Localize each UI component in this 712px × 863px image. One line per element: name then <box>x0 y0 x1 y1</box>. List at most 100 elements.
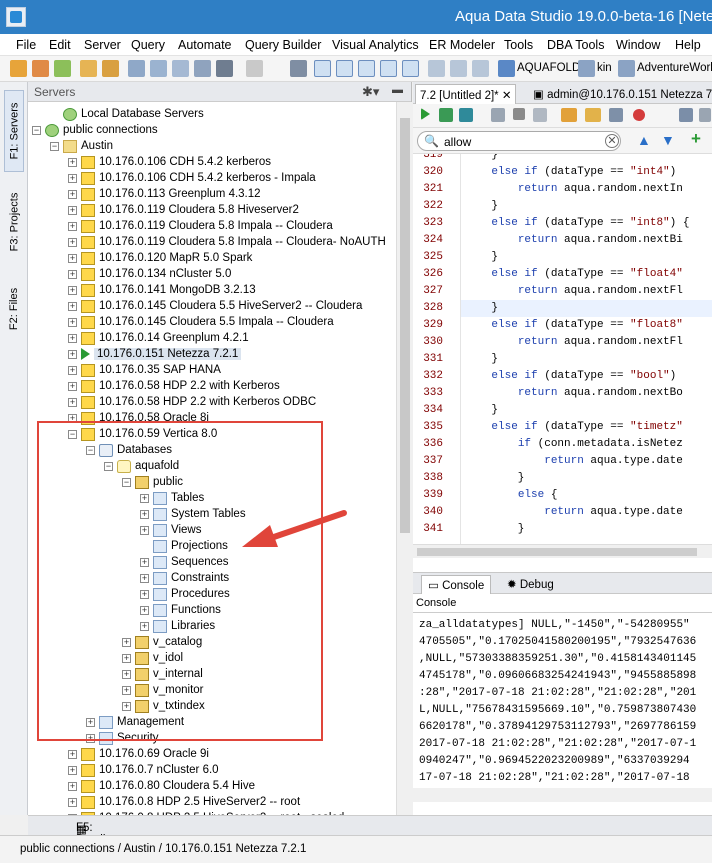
tab-servers[interactable]: F1: Servers <box>4 90 24 172</box>
expand-toggle-icon[interactable]: + <box>140 508 149 519</box>
expand-toggle-icon[interactable]: + <box>68 188 77 199</box>
collapse-toggle-icon[interactable]: − <box>104 460 113 471</box>
tree-folder-libraries[interactable]: +Libraries <box>140 618 215 634</box>
menu-tools[interactable]: Tools <box>504 38 534 52</box>
tree-server[interactable]: +10.176.0.58 HDP 2.2 with Kerberos ODBC <box>68 394 316 410</box>
tree-server[interactable]: +10.176.0.106 CDH 5.4.2 kerberos <box>68 154 271 170</box>
expand-toggle-icon[interactable]: + <box>68 412 77 423</box>
expand-toggle-icon[interactable]: + <box>68 813 77 815</box>
debug-icon[interactable] <box>491 108 505 122</box>
tree-server[interactable]: +10.176.0.119 Cloudera 5.8 Impala -- Clo… <box>68 218 333 234</box>
detail-tab[interactable]: ▦ F5: Detail <box>28 815 712 846</box>
tab-console[interactable]: ▭ Console <box>421 575 492 594</box>
tree-schema[interactable]: +v_txtindex <box>122 698 205 714</box>
more-icon[interactable] <box>699 108 711 122</box>
tree-server[interactable]: +10.176.0.80 Cloudera 5.4 Hive <box>68 778 255 794</box>
gear-icon[interactable]: ✱▾ <box>362 84 380 99</box>
editor-hscrollbar[interactable] <box>413 544 712 558</box>
expand-toggle-icon[interactable]: + <box>122 668 131 679</box>
execute-all-icon[interactable] <box>459 108 473 122</box>
expand-toggle-icon[interactable]: + <box>140 524 149 535</box>
expand-toggle-icon[interactable]: + <box>68 348 77 359</box>
tree-management[interactable]: +Management <box>86 714 184 730</box>
tree-server[interactable]: +10.176.0.106 CDH 5.4.2 kerberos - Impal… <box>68 170 316 186</box>
tree-schema[interactable]: +v_monitor <box>122 682 204 698</box>
tab-admin-netezza[interactable]: ▣ admin@10.176.0.151 Netezza 7.2 <box>533 89 712 101</box>
run-to-icon[interactable] <box>609 108 623 122</box>
tree-database-aquafold[interactable]: −aquafold <box>104 458 179 474</box>
schema-icon[interactable] <box>172 60 189 77</box>
layout-icon-6[interactable] <box>450 60 467 77</box>
collapse-toggle-icon[interactable]: − <box>68 428 77 439</box>
expand-toggle-icon[interactable]: + <box>68 236 77 247</box>
console-hscrollbar[interactable] <box>413 788 712 802</box>
expand-toggle-icon[interactable]: + <box>68 284 77 295</box>
tree-server[interactable]: +10.176.0.113 Greenplum 4.3.12 <box>68 186 261 202</box>
tree-server[interactable]: +10.176.0.151 Netezza 7.2.1 <box>68 346 242 362</box>
layout-icon-1[interactable] <box>336 60 353 77</box>
expand-toggle-icon[interactable]: + <box>140 572 149 583</box>
expand-toggle-icon[interactable]: + <box>122 636 131 647</box>
tree-server[interactable]: +10.176.0.120 MapR 5.0 Spark <box>68 250 252 266</box>
expand-toggle-icon[interactable]: + <box>68 204 77 215</box>
save-icon[interactable] <box>679 108 693 122</box>
menu-window[interactable]: Window <box>616 38 661 52</box>
breakpoint-icon[interactable] <box>633 109 645 121</box>
dba-icon[interactable] <box>216 60 233 77</box>
menu-edit[interactable]: Edit <box>49 38 71 52</box>
tree-server[interactable]: +10.176.0.141 MongoDB 3.2.13 <box>68 282 256 298</box>
menu-server[interactable]: Server <box>84 38 121 52</box>
kin-bookmark[interactable]: kin <box>597 62 612 74</box>
clear-search-icon[interactable]: ✕ <box>605 134 619 148</box>
search-input[interactable]: 🔍 allow ✕ <box>417 131 621 151</box>
tree-server[interactable]: +10.176.0.58 Oracle 8i <box>68 410 209 426</box>
menu-er-modeler[interactable]: ER Modeler <box>429 38 495 52</box>
expand-toggle-icon[interactable]: + <box>68 156 77 167</box>
tree-folder-sequences[interactable]: +Sequences <box>140 554 229 570</box>
tree-server[interactable]: +10.176.0.35 SAP HANA <box>68 362 221 378</box>
tree-server[interactable]: +10.176.0.145 Cloudera 5.5 Impala -- Clo… <box>68 314 334 330</box>
tree-folder-projections[interactable]: Projections <box>140 538 228 554</box>
expand-toggle-icon[interactable]: + <box>68 316 77 327</box>
layout-icon-3[interactable] <box>380 60 397 77</box>
menu-help[interactable]: Help <box>675 38 701 52</box>
close-icon[interactable]: ✕ <box>501 90 512 102</box>
execute-icon[interactable] <box>421 108 430 120</box>
tab-projects[interactable]: F3: Projects <box>8 192 20 252</box>
menu-dba-tools[interactable]: DBA Tools <box>547 38 605 52</box>
grid-view-icon[interactable] <box>314 60 331 77</box>
stop-icon[interactable] <box>513 108 525 120</box>
connect-icon[interactable] <box>54 60 71 77</box>
expand-toggle-icon[interactable]: + <box>68 780 77 791</box>
tree-server[interactable]: +10.176.0.145 Cloudera 5.5 HiveServer2 -… <box>68 298 362 314</box>
console-output[interactable]: za_alldatatypes] NULL,"-1450","-54280955… <box>413 612 712 802</box>
step-out-icon[interactable] <box>585 108 601 122</box>
tree-schema[interactable]: +v_idol <box>122 650 183 666</box>
expand-toggle-icon[interactable]: + <box>68 268 77 279</box>
tree-folder-system-tables[interactable]: +System Tables <box>140 506 246 522</box>
layout-icon-4[interactable] <box>402 60 419 77</box>
menu-visual-analytics[interactable]: Visual Analytics <box>332 38 419 52</box>
expand-toggle-icon[interactable]: + <box>68 172 77 183</box>
query-window-icon[interactable] <box>128 60 145 77</box>
expand-toggle-icon[interactable]: + <box>68 252 77 263</box>
tree-local-servers[interactable]: Local Database Servers <box>50 106 204 122</box>
tree-schema[interactable]: +v_catalog <box>122 634 202 650</box>
tab-untitled-2[interactable]: 7.2 [Untitled 2]* ✕ <box>415 84 517 104</box>
view-toggle-icon[interactable] <box>290 60 307 77</box>
layout-icon-2[interactable] <box>358 60 375 77</box>
collapse-toggle-icon[interactable]: − <box>86 444 95 455</box>
tree-folder-austin[interactable]: −Austin <box>50 138 113 154</box>
menu-automate[interactable]: Automate <box>178 38 232 52</box>
expand-toggle-icon[interactable]: + <box>122 652 131 663</box>
wizard-icon[interactable] <box>80 60 97 77</box>
find-add-icon[interactable]: + <box>691 129 701 148</box>
expand-toggle-icon[interactable]: + <box>140 556 149 567</box>
expand-toggle-icon[interactable]: + <box>68 300 77 311</box>
table-data-icon[interactable] <box>194 60 211 77</box>
tree-schema-public[interactable]: −public <box>122 474 183 490</box>
document-icon[interactable] <box>246 60 263 77</box>
tree-folder-constraints[interactable]: +Constraints <box>140 570 229 586</box>
menu-query-builder[interactable]: Query Builder <box>245 38 322 52</box>
aquafold-bookmark[interactable]: AQUAFOLD <box>517 62 581 74</box>
